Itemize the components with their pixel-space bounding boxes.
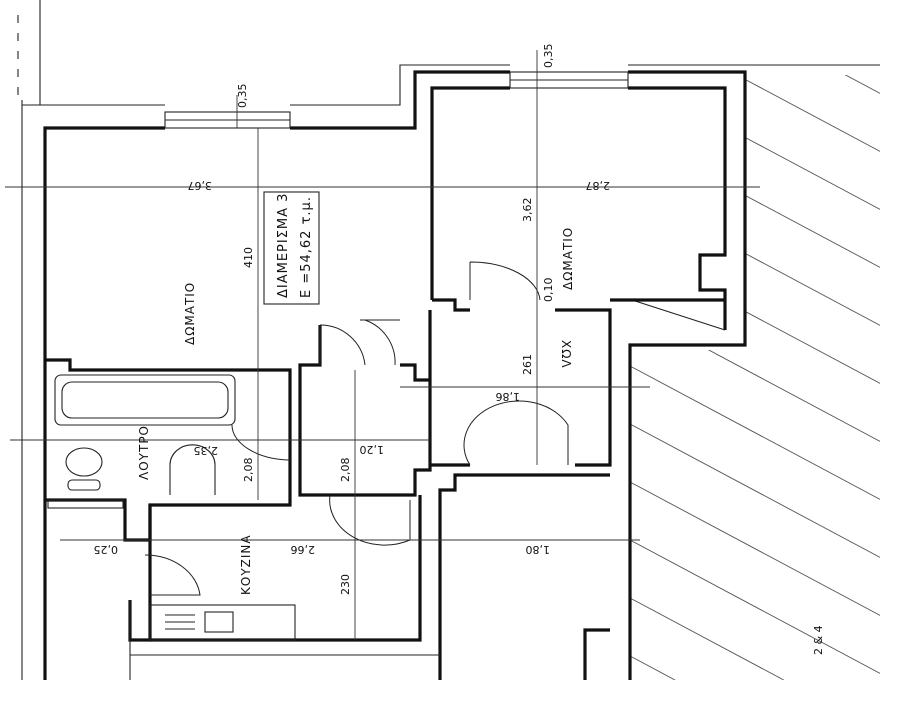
kitchen-counter bbox=[149, 604, 296, 641]
dim-bath-width: 2,35 bbox=[194, 444, 219, 457]
dim-wall-thickness: 0,10 bbox=[542, 278, 555, 303]
room-label-kitchen: ΚΟΥΖΙΝΑ bbox=[239, 534, 253, 595]
room-labels: ΔΩΜΑΤΙΟ ΔΩΜΑΤΙΟ ΧΩΛ ΛΟΥΤΡΟ ΚΟΥΖΙΝΑ bbox=[137, 227, 575, 595]
apartment-name: ΔΙΑΜΕΡΙΣΜΑ 3 bbox=[276, 193, 291, 298]
dim-left-room-length: 410 bbox=[242, 247, 255, 268]
dim-corridor-length: 2,08 bbox=[339, 458, 352, 483]
room-label-bedroom-right: ΔΩΜΑΤΙΟ bbox=[561, 227, 575, 290]
toilet bbox=[65, 447, 103, 477]
dim-bottom-room-width: 1,80 bbox=[526, 543, 551, 556]
hatch-line bbox=[630, 175, 880, 337]
sheet-annotation: 2 & 4 bbox=[812, 625, 825, 655]
dim-bath-length: 2,08 bbox=[242, 458, 255, 483]
room-label-hall: ΧΩΛ bbox=[559, 340, 573, 369]
hatch-line bbox=[826, 75, 880, 105]
dim-wall-left: 0,25 bbox=[94, 543, 119, 556]
dim-right-room-length: 3,62 bbox=[521, 198, 534, 223]
hatch-line bbox=[630, 233, 880, 395]
hatched-exterior-area bbox=[630, 75, 880, 680]
hatch-line bbox=[630, 349, 880, 511]
bathtub bbox=[54, 374, 236, 426]
hatch-line bbox=[630, 465, 880, 627]
hatch-line bbox=[630, 117, 880, 279]
dim-left-room-width: 3,67 bbox=[188, 179, 213, 192]
dimension-labels: 0,35 0,35 3,67 2,87 410 3,62 0,10 261 1,… bbox=[94, 44, 611, 596]
hatch-line bbox=[630, 523, 880, 680]
dim-window-left: 0,35 bbox=[236, 84, 249, 109]
apartment-area: Ε =54,62 τ.μ. bbox=[299, 196, 314, 298]
dim-hall-width: 1,86 bbox=[496, 390, 521, 403]
dim-right-room-width: 2,87 bbox=[586, 179, 611, 192]
dimension-lines bbox=[5, 50, 760, 640]
dim-kitchen-length: 230 bbox=[339, 574, 352, 595]
dim-window-right: 0,35 bbox=[542, 44, 555, 69]
hatch-line bbox=[630, 291, 880, 453]
windows bbox=[47, 71, 629, 509]
dim-corridor-width: 1,20 bbox=[360, 443, 385, 456]
apartment-title-box: ΔΙΑΜΕΡΙΣΜΑ 3 Ε =54,62 τ.μ. bbox=[263, 191, 320, 305]
hatch-line bbox=[630, 407, 880, 569]
fixtures bbox=[54, 374, 296, 641]
room-label-bedroom-left: ΔΩΜΑΤΙΟ bbox=[183, 282, 197, 345]
dim-kitchen-width: 2,66 bbox=[291, 543, 316, 556]
margin-marks bbox=[17, 0, 41, 680]
hatch-line bbox=[717, 75, 880, 163]
hatch-line bbox=[630, 639, 676, 680]
hatch-line bbox=[630, 581, 784, 680]
sink bbox=[169, 444, 216, 495]
room-label-bathroom: ΛΟΥΤΡΟ bbox=[137, 425, 151, 480]
doors bbox=[144, 261, 569, 596]
dim-hall-length: 261 bbox=[521, 354, 534, 375]
